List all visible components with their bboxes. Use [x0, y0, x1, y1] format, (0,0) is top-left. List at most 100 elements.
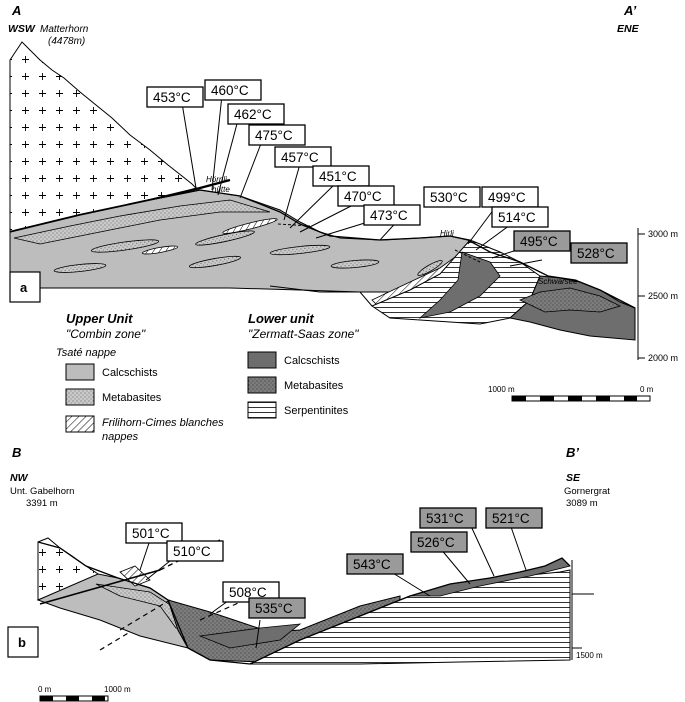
section-b: B B’ NW Unt. Gabelhorn 3391 m SE Gornerg…: [7, 445, 610, 702]
svg-text:453°C: 453°C: [153, 90, 191, 105]
legend-upper-metabasites: Metabasites: [102, 392, 162, 404]
elev-tick-1500: 1500 m: [576, 651, 603, 660]
frilihorn-lens-a2: [141, 245, 179, 255]
scale-a-0: 0 m: [640, 385, 654, 394]
lower-calcschists-b: [198, 623, 302, 649]
legend-swatch-frilihorn: [65, 415, 95, 433]
scale-bar-b: 0 m 1000 m: [38, 685, 131, 702]
svg-text:470°C: 470°C: [344, 189, 382, 204]
section-a-end-direction: ENE: [617, 23, 640, 35]
elev-tick-2500: 2500 m: [648, 291, 678, 301]
section-a-start-letter: A: [11, 3, 21, 18]
legend-serpentinites: Serpentinites: [284, 405, 349, 417]
svg-text:531°C: 531°C: [426, 511, 464, 526]
topography-a: [9, 189, 636, 309]
svg-text:499°C: 499°C: [488, 190, 526, 205]
temp-box-528: 528°C: [570, 242, 628, 264]
legend-swatch-serpentinites: [247, 401, 277, 419]
temp-box-501: 501°C: [125, 522, 183, 544]
panel-b-label: b: [18, 635, 26, 650]
metabasite-lens-a7: [417, 260, 443, 276]
temp-box-470: 470°C: [337, 185, 395, 207]
gornergrat-label: Gornergrat: [564, 486, 610, 497]
svg-text:526°C: 526°C: [417, 535, 455, 550]
temp-box-462: 462°C: [227, 103, 285, 125]
temperature-leaders-b: [139, 523, 527, 649]
svg-text:451°C: 451°C: [319, 169, 357, 184]
matterhorn-label: Matterhorn: [40, 24, 89, 35]
temp-box-453: 453°C: [146, 86, 204, 108]
panel-a-box: [9, 271, 41, 303]
lower-wedge-a: [418, 251, 501, 319]
hornlihutte-label-2: hütte: [212, 185, 230, 194]
svg-text:521°C: 521°C: [492, 511, 530, 526]
metabasite-lens-a6: [53, 263, 107, 273]
legend-swatch-upper-calcschists: [65, 363, 95, 381]
temp-box-535: 535°C: [248, 597, 306, 619]
hirli-label: Hirli: [440, 229, 454, 238]
section-a-end-letter: A’: [623, 3, 637, 18]
section-a: A A’ WSW Matterhorn (4478m) ENE: [8, 3, 678, 402]
section-b-end-direction: SE: [566, 472, 581, 484]
panel-b-box: [7, 626, 39, 658]
temp-box-508: 508°C: [222, 581, 280, 603]
temp-box-526: 526°C: [410, 531, 468, 553]
svg-text:530°C: 530°C: [430, 190, 468, 205]
temp-box-460: 460°C: [204, 79, 262, 101]
temp-box-521: 521°C: [485, 507, 543, 529]
legend-lower-title: Lower unit: [248, 311, 314, 326]
svg-text:535°C: 535°C: [255, 601, 293, 616]
scale-b-0: 0 m: [38, 685, 52, 694]
temp-box-531: 531°C: [419, 507, 477, 529]
temp-box-495: 495°C: [513, 230, 571, 252]
svg-text:495°C: 495°C: [520, 234, 558, 249]
legend-upper-subtitle: "Combin zone": [66, 327, 146, 341]
svg-text:528°C: 528°C: [577, 246, 615, 261]
elev-tick-3000: 3000 m: [648, 229, 678, 239]
elevation-axis-b: 1500 m: [571, 560, 603, 660]
svg-text:510°C: 510°C: [173, 544, 211, 559]
panel-a-label: a: [20, 280, 28, 295]
svg-text:514°C: 514°C: [498, 210, 536, 225]
metabasite-band-a1: [13, 199, 271, 245]
svg-text:460°C: 460°C: [211, 83, 249, 98]
svg-text:508°C: 508°C: [229, 585, 267, 600]
matterhorn-elevation: (4478m): [48, 36, 85, 47]
schwarsee-label: Schwarsee: [538, 277, 578, 286]
metabasite-lens-a2: [195, 230, 255, 246]
svg-text:543°C: 543°C: [353, 557, 391, 572]
section-b-start-letter: B: [12, 445, 21, 460]
scale-a-1000: 1000 m: [488, 385, 515, 394]
thrust-line-b: [39, 569, 161, 605]
scale-b-1000: 1000 m: [104, 685, 131, 694]
temp-box-457: 457°C: [274, 146, 332, 168]
svg-text:457°C: 457°C: [281, 150, 319, 165]
svg-text:462°C: 462°C: [234, 107, 272, 122]
section-a-start-direction: WSW: [8, 23, 36, 35]
temp-box-510: 510°C: [166, 540, 224, 562]
section-b-start-direction: NW: [10, 472, 29, 484]
temp-box-473: 473°C: [363, 204, 421, 226]
temp-box-499: 499°C: [481, 186, 539, 208]
svg-text:475°C: 475°C: [255, 128, 293, 143]
gabelhorn-elevation: 3391 m: [26, 498, 58, 509]
legend-swatch-lower-calcschists: [247, 351, 277, 369]
section-b-end-letter: B’: [566, 445, 579, 460]
legend-frilihorn-2: nappes: [102, 431, 139, 443]
fault-a: [269, 285, 373, 307]
topography-b: [37, 541, 571, 665]
gabelhorn-label: Unt. Gabelhorn: [10, 486, 74, 497]
metabasite-lens-a4: [269, 244, 331, 256]
legend-lower-subtitle: "Zermatt-Saas zone": [248, 327, 359, 341]
legend: Upper Unit "Combin zone" Tsaté nappe Cal…: [56, 311, 359, 443]
legend-tsate: Tsaté nappe: [56, 347, 116, 359]
legend-lower-metabasites: Metabasites: [284, 380, 344, 392]
metabasite-lens-a3: [188, 255, 242, 269]
elev-tick-2000: 2000 m: [648, 353, 678, 363]
temp-box-543: 543°C: [346, 553, 404, 575]
temp-box-514: 514°C: [491, 206, 549, 228]
svg-text:473°C: 473°C: [370, 208, 408, 223]
legend-frilihorn-1: Frilihorn-Cimes blanches: [102, 417, 224, 429]
temp-box-475: 475°C: [248, 124, 306, 146]
